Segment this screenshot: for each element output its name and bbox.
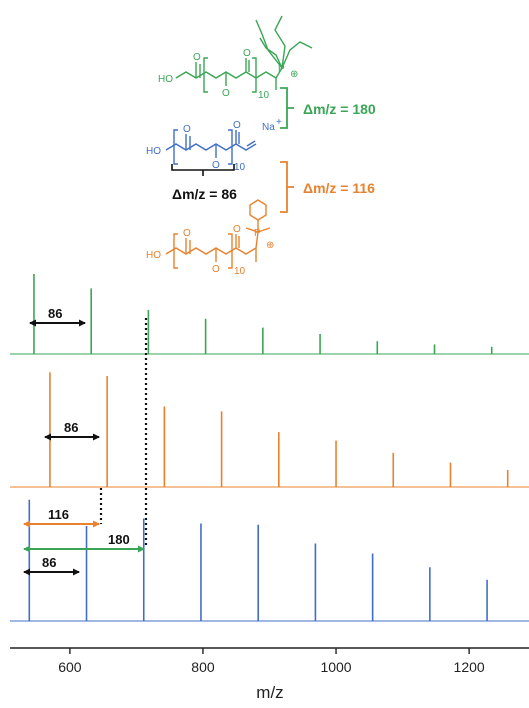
structure-blue bbox=[165, 129, 257, 165]
plus-label-orange: ⊕ bbox=[266, 240, 274, 251]
o-label-orange-2: O bbox=[212, 264, 220, 275]
o-label-orange-1: O bbox=[183, 228, 191, 239]
plus-label-green: ⊕ bbox=[290, 69, 298, 80]
spectrum-green bbox=[10, 274, 529, 355]
o-label-blue-1: O bbox=[183, 124, 191, 135]
x-axis: 600 800 1000 1200 bbox=[10, 647, 529, 675]
arrow-green-86-label: 86 bbox=[48, 306, 62, 321]
na-label: Na bbox=[262, 122, 275, 133]
spectra bbox=[10, 274, 529, 622]
x-tick-label-600: 600 bbox=[58, 659, 82, 675]
arrow-blue-116-label: 116 bbox=[48, 507, 69, 522]
delta-bottom-label: Δm/z = 86 bbox=[172, 186, 237, 202]
o-label-green-2: O bbox=[222, 88, 230, 99]
x-axis-label: m/z bbox=[256, 683, 283, 702]
p-label-green: P bbox=[278, 64, 285, 75]
ho-label-green: HO bbox=[158, 74, 173, 85]
p-label-orange: P bbox=[254, 228, 261, 239]
na-charge-label: + bbox=[276, 117, 282, 128]
arrow-blue-180-label: 180 bbox=[108, 532, 130, 547]
chemical-structures: HO O O O 10 P ⊕ HO O O O 10 Na + bbox=[146, 15, 313, 277]
o-label-green-1: O bbox=[193, 52, 201, 63]
arrow-orange-86-label: 86 bbox=[64, 420, 78, 435]
delta-mid-label: Δm/z = 116 bbox=[303, 180, 375, 196]
structure-orange bbox=[165, 199, 271, 269]
o-label-blue-3: O bbox=[233, 120, 241, 131]
o-label-orange-3: O bbox=[233, 224, 241, 235]
o-label-green-3: O bbox=[243, 48, 251, 59]
delta-top-label: Δm/z = 180 bbox=[303, 101, 376, 117]
repeat-unit-bracket bbox=[171, 164, 235, 176]
bracket-orange bbox=[280, 161, 294, 213]
x-tick-label-800: 800 bbox=[191, 659, 215, 675]
n-label-green: 10 bbox=[258, 90, 270, 101]
spectrum-orange bbox=[10, 372, 529, 488]
n-label-blue: 10 bbox=[234, 162, 246, 173]
o-label-blue-2: O bbox=[212, 160, 220, 171]
structure-green bbox=[175, 15, 313, 93]
ho-label-blue: HO bbox=[146, 146, 161, 157]
ho-label-orange: HO bbox=[146, 250, 161, 261]
spectrum-blue bbox=[10, 499, 529, 622]
arrow-blue-86-label: 86 bbox=[42, 555, 56, 570]
bracket-green bbox=[280, 87, 294, 129]
x-tick-label-1200: 1200 bbox=[454, 659, 485, 675]
n-label-orange: 10 bbox=[234, 266, 246, 277]
x-tick-label-1000: 1000 bbox=[320, 659, 351, 675]
